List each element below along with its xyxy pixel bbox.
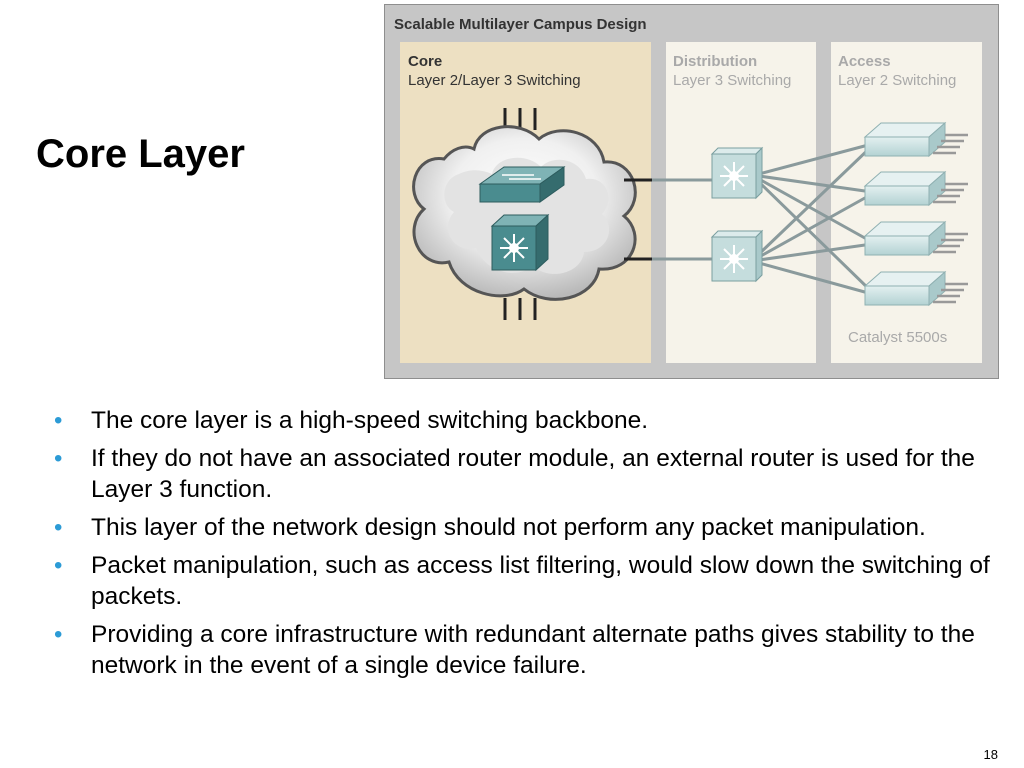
bullet-text: Providing a core infrastructure with red…: [91, 621, 975, 679]
diagram-title: Scalable Multilayer Campus Design: [394, 16, 647, 33]
core-subtitle: Layer 2/Layer 3 Switching: [408, 72, 581, 89]
diagram-svg: Scalable Multilayer Campus Design Core L…: [384, 4, 999, 379]
access-heading: Access: [838, 53, 891, 70]
bullet-text: If they do not have an associated router…: [91, 445, 975, 503]
bullet-marker: •: [54, 552, 63, 579]
core-heading: Core: [408, 53, 442, 70]
slide-title: Core Layer: [36, 132, 245, 176]
bullet-item: • Providing a core infrastructure with re…: [50, 619, 990, 681]
bullet-text: The core layer is a high-speed switching…: [91, 407, 649, 434]
bullet-marker: •: [54, 445, 63, 472]
core-distribution-links: [624, 178, 712, 261]
page-number: 18: [983, 747, 998, 762]
bullet-marker: •: [54, 514, 63, 541]
bullet-item: • Packet manipulation, such as access lis…: [50, 550, 990, 612]
bullet-item: • The core layer is a high-speed switchin…: [50, 405, 990, 436]
access-switch-icon: [863, 220, 968, 257]
bullet-marker: •: [54, 621, 63, 648]
access-subtitle: Layer 2 Switching: [838, 72, 956, 89]
router-switch-icon: [710, 146, 764, 200]
distribution-subtitle: Layer 3 Switching: [673, 72, 791, 89]
layer2-switch-icon: [478, 166, 566, 203]
bullet-list: • The core layer is a high-speed switchin…: [50, 405, 990, 688]
bullet-item: • If they do not have an associated route…: [50, 443, 990, 505]
access-switch-icon: [863, 170, 968, 207]
access-switch-icon: [863, 121, 968, 158]
access-footer: Catalyst 5500s: [848, 329, 947, 346]
distribution-panel: [666, 42, 816, 363]
distribution-heading: Distribution: [673, 53, 757, 70]
distribution-access-links: [757, 142, 874, 296]
access-switch-icon: [863, 270, 968, 307]
layer3-switch-icon: [490, 213, 550, 272]
campus-design-diagram: Scalable Multilayer Campus Design Core L…: [384, 4, 999, 379]
bullet-item: • This layer of the network design should…: [50, 512, 990, 543]
router-switch-icon: [710, 229, 764, 283]
bullet-text: This layer of the network design should …: [91, 514, 926, 541]
bullet-marker: •: [54, 407, 63, 434]
bullet-text: Packet manipulation, such as access list…: [91, 552, 990, 610]
